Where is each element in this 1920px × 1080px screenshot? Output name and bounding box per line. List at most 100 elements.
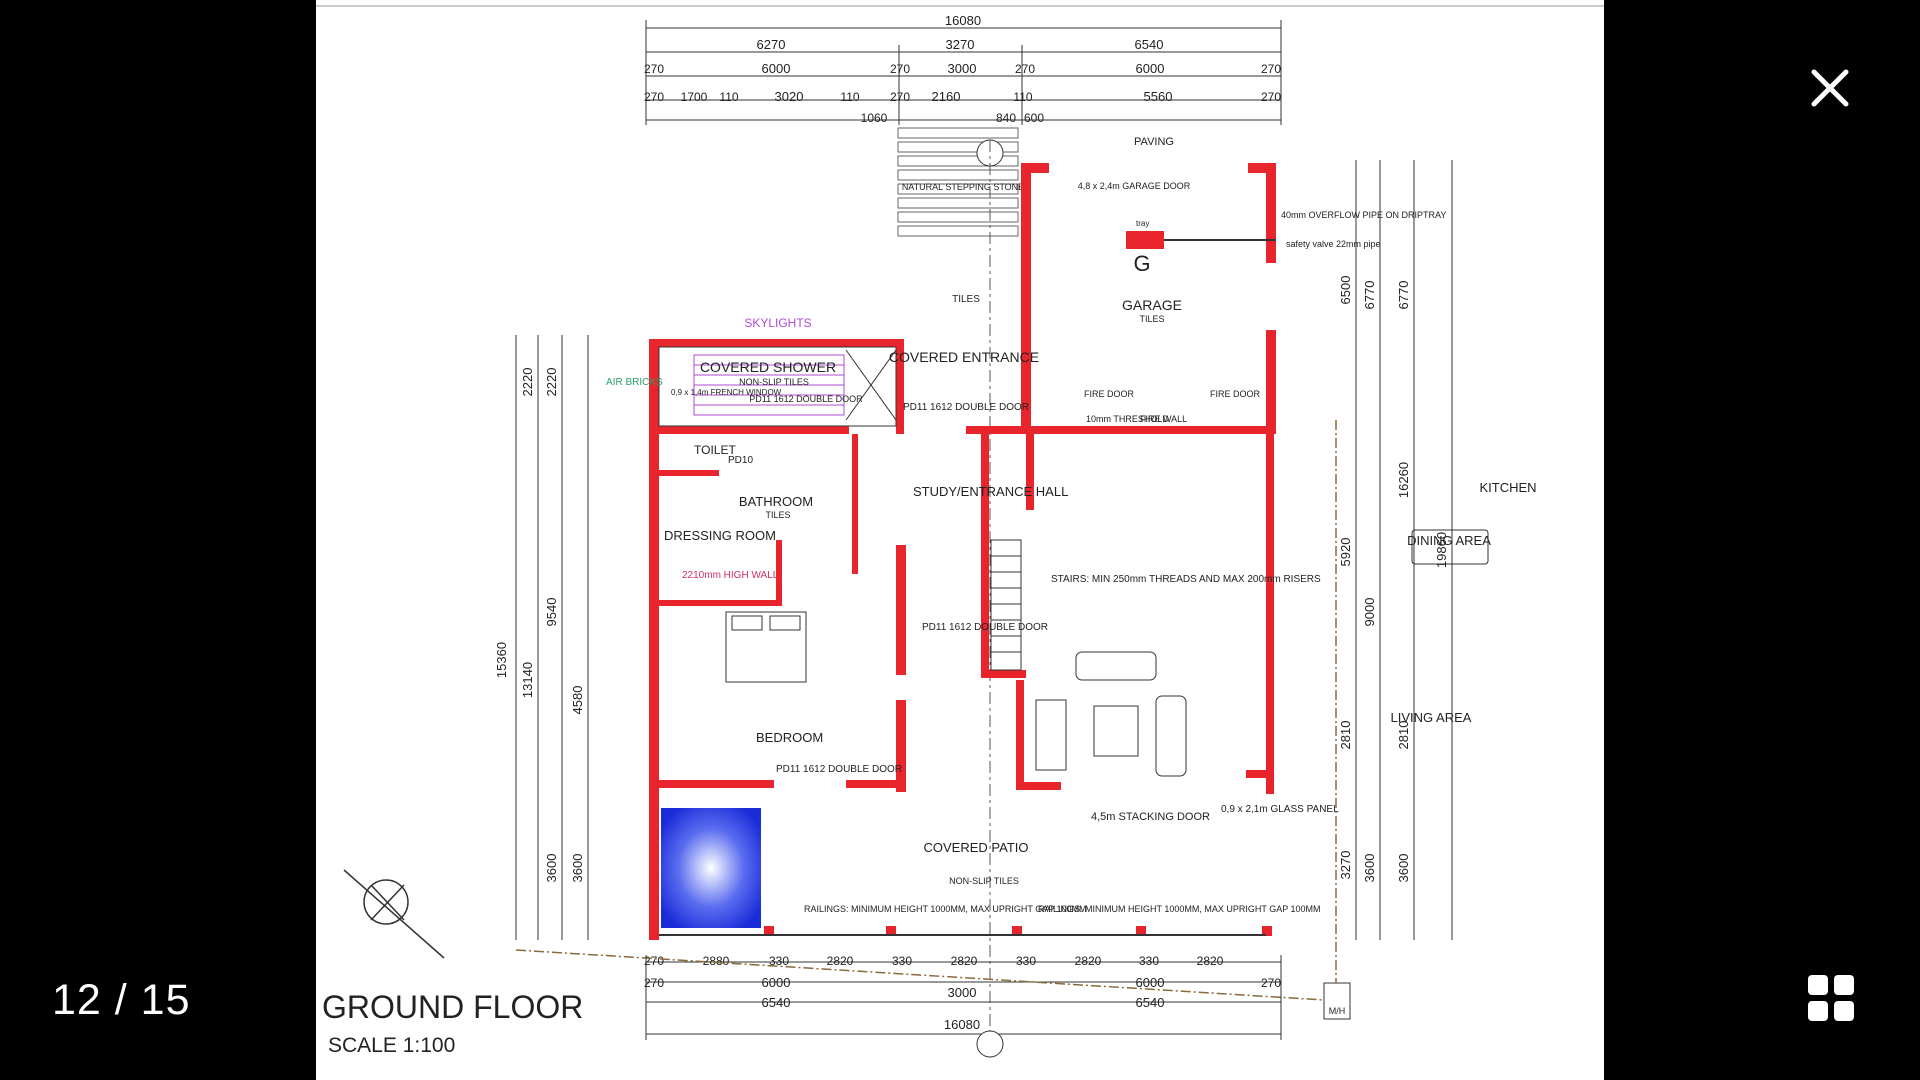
dim-right-h: 2810 (1338, 721, 1353, 750)
bathroom-tiles-label: TILES (765, 510, 790, 520)
overflow-label: 40mm OVERFLOW PIPE ON DRIPTRAY (1281, 210, 1446, 220)
dim-bot-r2-4: 270 (1261, 976, 1281, 990)
left-dimensions (515, 335, 589, 940)
patio-tiles-label: NON-SLIP TILES (949, 876, 1019, 886)
dim-top-total: 16080 (945, 13, 981, 28)
bedroom-label: BEDROOM (756, 730, 823, 745)
dim-top-r3-0: 270 (644, 90, 664, 104)
dim-right-k: 3600 (1362, 854, 1377, 883)
skylights-label: SKYLIGHTS (744, 316, 811, 330)
dim-top-r1-c: 6540 (1135, 37, 1164, 52)
dim-top-r2-4: 270 (1015, 62, 1035, 76)
close-icon (1811, 69, 1849, 107)
close-button[interactable] (1806, 64, 1854, 112)
dim-right-f: 5920 (1338, 538, 1353, 567)
fire-door-left-label: FIRE DOOR (1084, 389, 1135, 399)
dim-top-r1-a: 6270 (757, 37, 786, 52)
geyser-label: G (1133, 251, 1150, 276)
dim-left-f: 2220 (520, 368, 535, 397)
garage-tiles-label: TILES (1139, 314, 1164, 324)
dim-top-r3-9: 270 (1261, 90, 1281, 104)
dim-right-e: 19860 (1434, 532, 1449, 568)
manhole-icon (1323, 982, 1351, 1020)
dim-top-r3-2: 110 (719, 90, 738, 104)
covered-shower-label: COVERED SHOWER (700, 359, 836, 375)
dim-right-b: 6770 (1362, 281, 1377, 310)
dim-bot-total: 16080 (944, 1017, 980, 1032)
dim-bot-r1-9: 2820 (1197, 954, 1224, 968)
dim-top-r2-3: 3000 (948, 61, 977, 76)
north-arrow-icon (343, 869, 445, 959)
walls (649, 163, 1276, 940)
dim-top-r4-2: 600 (1024, 111, 1044, 125)
tray-label: tray (1136, 219, 1149, 228)
railings-left-label: RAILINGS: MINIMUM HEIGHT 1000MM, MAX UPR… (804, 904, 1087, 914)
dim-top-r3-6: 2160 (932, 89, 961, 104)
garage-door-label: 4,8 x 2,4m GARAGE DOOR (1078, 181, 1191, 191)
shower-area (658, 346, 897, 427)
dim-left-b: 9540 (544, 598, 559, 627)
bedroom-door-label: PD11 1612 DOUBLE DOOR (776, 764, 902, 775)
glass-panel-label: 0,9 x 2,1m GLASS PANEL (1221, 804, 1339, 815)
dining-table (1411, 529, 1489, 565)
kitchen-label: KITCHEN (1479, 480, 1536, 495)
dim-bot-r1-6: 330 (1016, 954, 1036, 968)
dim-top-r3-1: 1700 (681, 90, 708, 104)
dim-right-g: 9000 (1362, 598, 1377, 627)
covered-entrance-label: COVERED ENTRANCE (889, 349, 1039, 365)
dim-top-r3-8: 5560 (1144, 89, 1173, 104)
dim-bot-r1-8: 330 (1139, 954, 1159, 968)
dim-top-r3-7: 110 (1013, 90, 1032, 104)
grid-view-button[interactable] (1806, 973, 1856, 1023)
dressing-room-label: DRESSING ROOM (664, 528, 776, 543)
bed (725, 611, 807, 683)
hall-door-label: PD11 1612 DOUBLE DOOR (922, 622, 1048, 633)
dim-bot-r2-0: 270 (644, 976, 664, 990)
dim-bot-r1-0: 270 (644, 954, 664, 968)
dim-top-r1-b: 3270 (946, 37, 975, 52)
floor-plan-image: 16080 6270 3270 6540 270 6000 270 3000 2… (316, 0, 1604, 1080)
swimming-pool (661, 808, 761, 928)
dim-right-d: 16260 (1396, 462, 1411, 498)
dim-top-r3-4: 110 (840, 90, 859, 104)
dim-bot-r3-0: 6540 (762, 995, 791, 1010)
toilet-label: TOILET (694, 443, 736, 457)
bathroom-label: BATHROOM (739, 494, 813, 509)
dim-right-a: 6500 (1338, 276, 1353, 305)
safety-valve-label: safety valve 22mm pipe (1286, 239, 1381, 249)
dim-right-i: 2810 (1396, 721, 1411, 750)
dim-left-c: 4580 (570, 686, 585, 715)
dim-bot-r1-2: 330 (769, 954, 789, 968)
shower-door-label: PD11 1612 DOUBLE DOOR (749, 394, 863, 404)
living-area-label: LIVING AREA (1391, 710, 1472, 725)
stacking-door-label: 4,5m STACKING DOOR (1091, 811, 1210, 823)
dim-top-r3-5: 270 (890, 90, 910, 104)
dim-top-r4-0: 1060 (861, 111, 888, 125)
fire-wall-label: FIRE WALL (1140, 414, 1187, 424)
dim-right-c: 6770 (1396, 281, 1411, 310)
pd10-label: PD10 (728, 455, 753, 466)
paving-label: PAVING (1134, 136, 1174, 148)
dim-bot-r1-3: 2820 (827, 954, 854, 968)
top-dimensions (645, 20, 1282, 125)
dim-bot-r1-7: 2820 (1075, 954, 1102, 968)
high-wall-label: 2210mm HIGH WALL (682, 570, 779, 581)
skylight-lines (693, 354, 845, 416)
dim-right-j: 3270 (1338, 851, 1353, 880)
french-window-label: 0,9 x 1,4m FRENCH WINDOW (671, 388, 782, 397)
garage-label: GARAGE (1122, 297, 1182, 313)
natural-stepping-label: NATURAL STEPPING STONES (902, 182, 1030, 192)
dining-area-label: DINING AREA (1407, 533, 1491, 548)
railings-right-label: RAILINGS: MINIMUM HEIGHT 1000MM, MAX UPR… (1038, 904, 1321, 914)
dim-bot-r2-1: 6000 (762, 975, 791, 990)
living-furniture (1035, 651, 1187, 777)
stepping-stones (897, 127, 1019, 237)
dim-right-l: 3600 (1396, 854, 1411, 883)
dim-bot-r1-4: 330 (892, 954, 912, 968)
dim-top-r2-1: 6000 (762, 61, 791, 76)
dim-bot-r1-5: 2820 (951, 954, 978, 968)
dim-bot-r3-2: 6540 (1136, 995, 1165, 1010)
dim-left-a: 13140 (520, 662, 535, 698)
manhole-label: M/H (1329, 1006, 1346, 1016)
